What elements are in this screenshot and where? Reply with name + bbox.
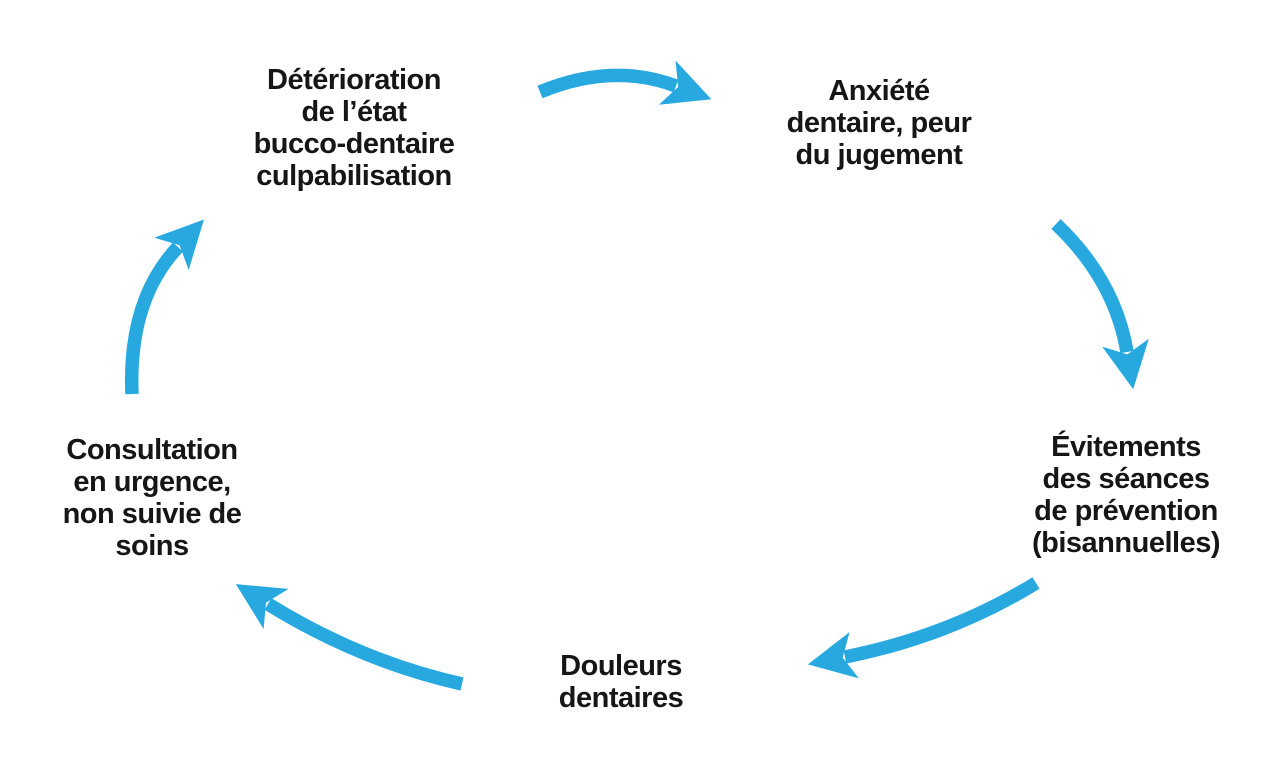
node-douleurs-dentaires: Douleurs dentaires	[558, 650, 684, 714]
node-consultation-urgence: Consultation en urgence, non suivie de s…	[62, 434, 242, 562]
node-evitements-prevention: Évitements des séances de prévention (bi…	[1032, 431, 1221, 559]
arrow-anxiete-to-evitements-icon	[1051, 219, 1149, 390]
node-anxiete-dentaire: Anxiété dentaire, peur du jugement	[786, 75, 972, 171]
arrow-consultation-to-deterioration-icon	[124, 219, 204, 395]
node-deterioration: Détérioration de l’état bucco-dentaire c…	[253, 64, 455, 192]
arrow-deterioration-to-anxiete-icon	[537, 60, 712, 105]
arrow-douleurs-to-consultation-icon	[235, 584, 464, 691]
arrow-evitements-to-douleurs-icon	[807, 577, 1040, 679]
